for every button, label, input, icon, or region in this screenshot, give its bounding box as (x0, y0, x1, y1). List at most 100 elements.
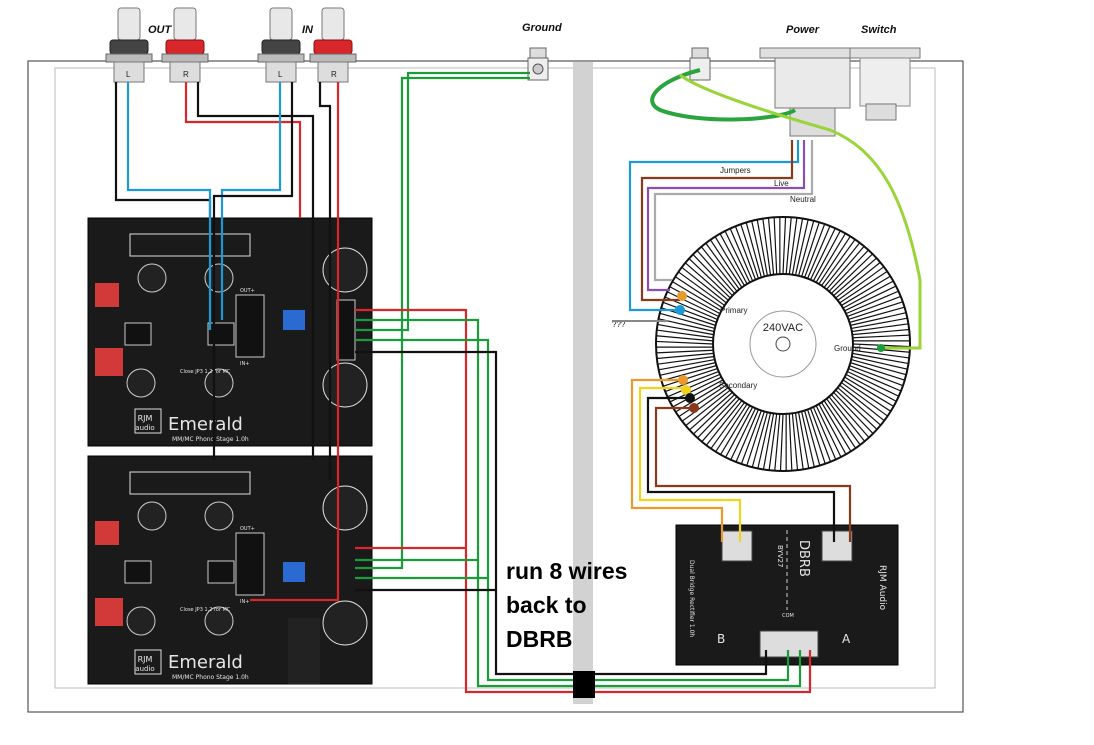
toroid-winding-line (779, 413, 784, 472)
jack-mark-r: R (183, 70, 189, 79)
chassis-divider (573, 62, 593, 704)
neutral-label: Neutral (790, 195, 816, 204)
toroid-winding-line (655, 340, 714, 345)
dbrb-part: BYV27 (776, 545, 784, 567)
toroid-winding-line (735, 409, 759, 463)
transformer-voltage: 240VAC (763, 322, 803, 334)
note-line-3: DBRB (506, 626, 572, 652)
toroid-winding-line (830, 253, 873, 294)
toroid-winding-line (845, 373, 897, 402)
board-bottom-brand1: RJM (138, 655, 153, 664)
toroid-winding-line (850, 312, 907, 326)
toroid-winding-line (835, 261, 881, 299)
toroid-winding-line (848, 301, 903, 320)
in-label: IN (302, 24, 314, 36)
wire-gnd-top-2 (355, 338, 790, 682)
toroid-winding-line (746, 411, 765, 466)
toroid-winding-line (658, 358, 715, 371)
toroid-winding-line (837, 266, 885, 301)
toroid-winding-line (657, 355, 715, 365)
dbrb-rectifier-board: DBRB BYV27 Dual Bridge Rectifier 1.0h RJ… (675, 524, 899, 666)
toroid-winding-line (821, 239, 856, 286)
toroid-winding-line (667, 373, 721, 398)
terminal-secondary-4 (689, 403, 699, 413)
wire-sec-black (646, 396, 836, 542)
wire-earth-to-transformer (679, 73, 922, 350)
toroid-winding-line (807, 225, 831, 279)
toroid-winding-line (674, 276, 724, 309)
toroid-winding-line (842, 379, 892, 412)
terminal-secondary-2 (681, 385, 691, 395)
toroid-winding-line (656, 352, 714, 360)
unknown-wire-label: ??? (612, 320, 626, 329)
wire-jumper-brown (640, 140, 794, 302)
toroid-winding-line (669, 286, 721, 315)
board-bottom-brand2: audio (135, 665, 154, 673)
terminal-primary-2 (675, 305, 685, 315)
toroid-winding-line (681, 387, 729, 422)
toroid-winding-line (801, 222, 820, 277)
toroid-winding-line (828, 396, 866, 442)
wire-ground-top (355, 71, 530, 332)
toroid-winding-line (697, 396, 738, 439)
toroid-winding-line (815, 405, 842, 458)
toroid-winding-line (852, 334, 910, 339)
toroid-winding-line (797, 412, 810, 469)
board-bottom-out-label: OUT+ (240, 526, 255, 532)
toroid-winding-line (852, 349, 910, 359)
wire-out-right-black (196, 82, 315, 460)
rca-jack-in-right: R (309, 7, 357, 83)
toroid-winding-line (729, 228, 754, 282)
toroid-winding-line (663, 368, 718, 387)
toroid-winding-line (842, 280, 894, 309)
cable-bundle (288, 618, 320, 684)
toroid-winding-line (757, 412, 772, 469)
toroid-winding-line (705, 400, 743, 446)
toroid-winding-line (656, 329, 714, 339)
wire-live-purple (646, 140, 806, 292)
live-label: Live (774, 179, 789, 188)
toroid-winding-line (656, 349, 714, 354)
toroid-winding-line (851, 323, 909, 333)
toroid-winding-line (720, 405, 751, 455)
toroid-winding-line (845, 290, 899, 315)
toroid-winding-line (657, 323, 714, 336)
toroid-winding-line (762, 218, 772, 276)
wire-sec-yellow (638, 386, 742, 542)
toroid-winding-line (849, 306, 905, 323)
toroid-winding-line (841, 275, 891, 306)
jack-mark-l: L (126, 70, 131, 79)
toroid-winding-line (847, 370, 900, 397)
note-line-2: back to (506, 592, 587, 618)
toroid-winding-line (815, 233, 846, 283)
dbrb-com: COM (782, 613, 794, 619)
toroid-winding-line (661, 365, 717, 382)
toroid-winding-line (804, 223, 826, 278)
toroid-winding-line (794, 219, 809, 276)
toroid-winding-line (740, 410, 762, 465)
toroid-winding-line (835, 389, 878, 430)
toroid-winding-line (681, 266, 727, 304)
wire-mains-earth-green (650, 68, 797, 122)
toroid-winding-line (797, 220, 815, 276)
toroid-winding-line (809, 408, 832, 462)
toroid-winding-line (745, 222, 762, 278)
toroid-winding-line (788, 413, 793, 471)
jumpers-label: Jumpers (720, 166, 751, 175)
toroid-winding-line (730, 408, 757, 461)
chassis-ground-post-right (689, 47, 711, 81)
board-top-in-label: IN+ (240, 361, 249, 367)
toroid-winding-line (851, 355, 908, 370)
power-label: Power (786, 24, 820, 36)
toroid-winding-line (714, 236, 745, 286)
terminal-transformer-ground (877, 344, 885, 352)
toroid-winding-line (678, 271, 725, 306)
toroid-winding-line (774, 413, 781, 471)
toroid-winding-line (788, 217, 798, 275)
toroid-winding-line (710, 402, 745, 449)
toroid-winding-line (852, 328, 910, 336)
toroid-winding-line (839, 270, 888, 304)
toroid-winding-line (823, 400, 857, 449)
toroid-winding-line (844, 285, 897, 312)
